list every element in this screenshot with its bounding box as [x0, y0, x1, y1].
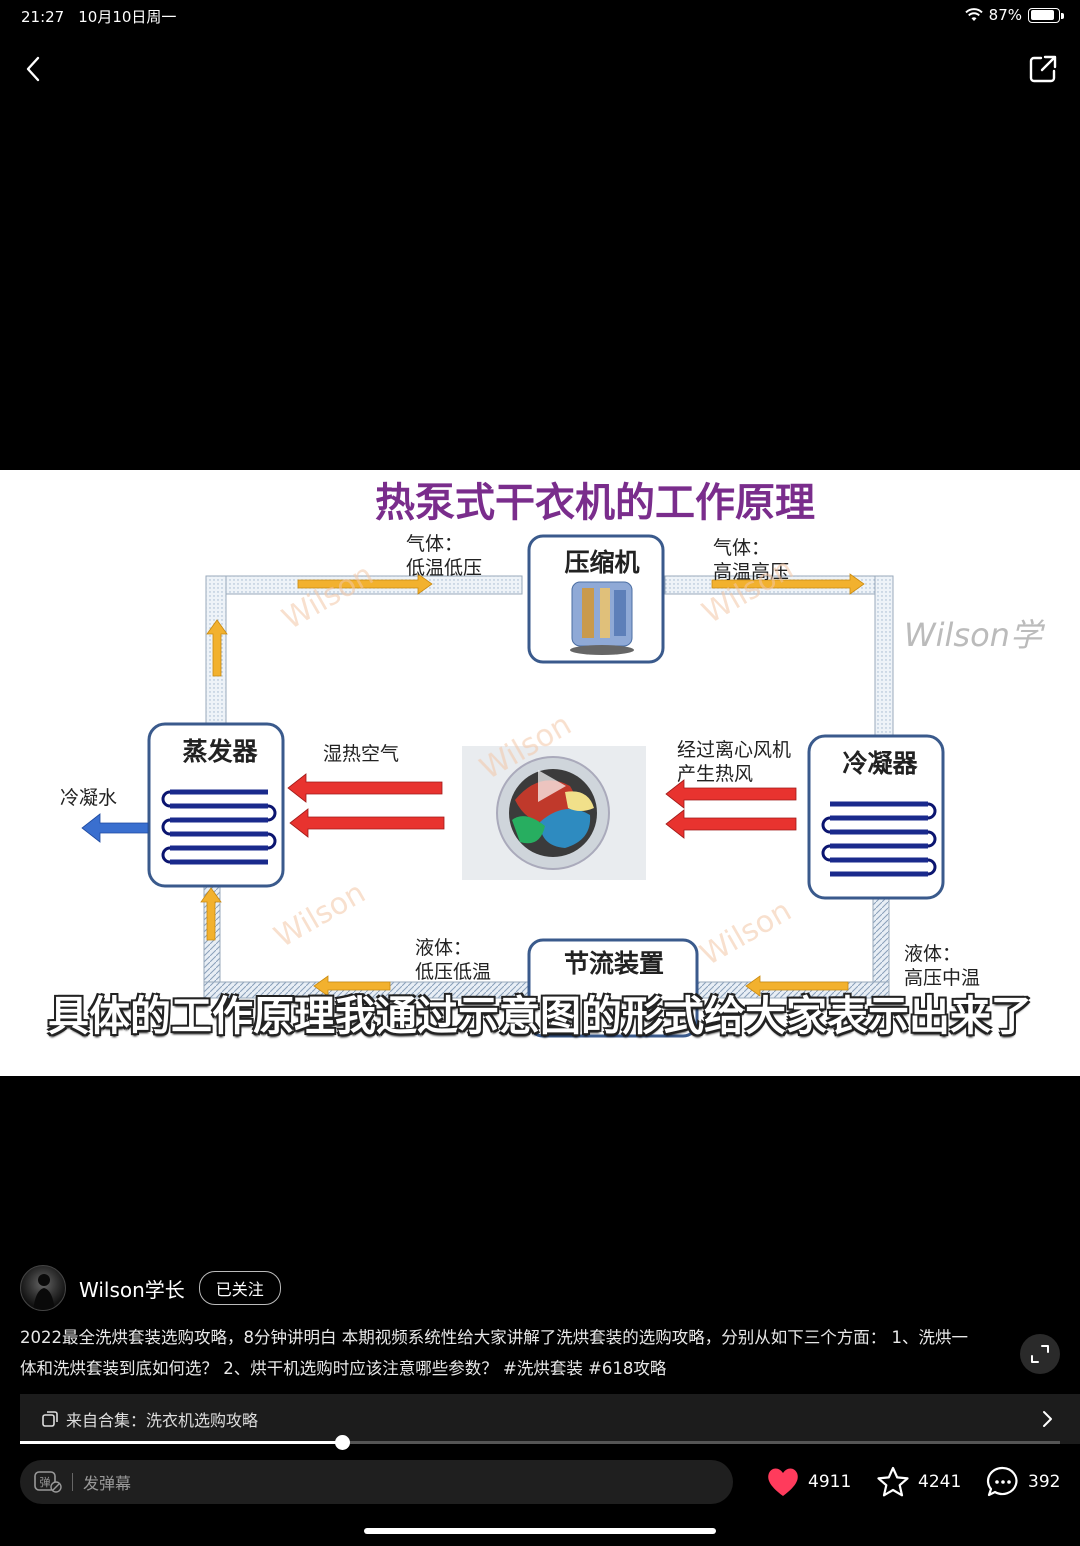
- compressor-label: 压缩机: [564, 548, 639, 577]
- danmaku-toggle-icon[interactable]: 弹: [34, 1470, 62, 1494]
- like-button[interactable]: 4911: [766, 1462, 851, 1502]
- liquid-low-line1: 液体：: [415, 937, 472, 959]
- danmaku-input[interactable]: 弹 发弹幕: [20, 1460, 733, 1504]
- avatar[interactable]: [20, 1265, 66, 1311]
- video-subtitle: 具体的工作原理我通过示意图的形式给大家表示出来了: [48, 992, 1032, 1040]
- liquid-low-line2: 低压低温: [415, 961, 491, 983]
- throttle-box: 节流装置: [527, 938, 699, 1038]
- condensate-arrow: [81, 813, 149, 843]
- danmaku-icon-text: 弹: [40, 1475, 51, 1489]
- comment-icon: [986, 1466, 1018, 1497]
- star-icon: [877, 1466, 909, 1497]
- humid-air-label: 湿热空气: [323, 743, 399, 765]
- back-button[interactable]: [18, 52, 52, 86]
- expand-icon: [1031, 1345, 1049, 1363]
- status-date: 10月10日周一: [78, 8, 177, 26]
- evaporator-box: 蒸发器: [147, 722, 285, 888]
- flow-arrows-red: [287, 773, 797, 839]
- diagram-title: 热泵式干衣机的工作原理: [375, 480, 815, 526]
- watermark: Wilson: [695, 893, 798, 973]
- status-time: 21:27: [21, 8, 65, 26]
- comment-button[interactable]: 392: [986, 1462, 1060, 1502]
- share-button[interactable]: [1026, 52, 1060, 86]
- video-description: 2022最全洗烘套装选购攻略，8分钟讲明白 本期视频系统性给大家讲解了洗烘套装的…: [20, 1328, 968, 1378]
- watermark: Wilson: [277, 557, 380, 637]
- follow-button[interactable]: 已关注: [198, 1271, 281, 1305]
- condensate-label: 冷凝水: [60, 787, 117, 809]
- progress-fill: [20, 1441, 343, 1444]
- battery-icon: [1028, 7, 1064, 23]
- hot-air-line1: 经过离心风机: [677, 739, 791, 761]
- comment-count: 392: [1028, 1472, 1061, 1492]
- author-name[interactable]: Wilson学长: [79, 1277, 185, 1302]
- watermark-side: Wilson学: [904, 616, 1046, 654]
- collection-label: 来自合集：洗衣机选购攻略: [66, 1411, 259, 1430]
- wifi-icon: [964, 8, 983, 21]
- video-player[interactable]: 热泵式干衣机的工作原理 压缩机: [0, 470, 1080, 1076]
- status-indicators: 87%: [964, 6, 1064, 24]
- pipe-loop: [203, 575, 894, 999]
- share-icon: [1029, 55, 1057, 83]
- gas-low-line1: 气体：: [406, 533, 463, 555]
- gas-high-line1: 气体：: [713, 537, 770, 559]
- condenser-box: 冷凝器: [807, 734, 945, 900]
- progress-knob[interactable]: [335, 1435, 351, 1450]
- favorite-button[interactable]: 4241: [876, 1462, 961, 1502]
- chevron-left-icon: [26, 56, 40, 82]
- throttle-label: 节流装置: [564, 949, 664, 978]
- heat-pump-diagram: 热泵式干衣机的工作原理 压缩机: [60, 480, 1046, 1038]
- status-time-date: 21:27 10月10日周一: [21, 6, 190, 27]
- input-divider: [72, 1473, 73, 1491]
- liquid-high-line1: 液体：: [904, 943, 961, 965]
- battery-percent: 87%: [988, 6, 1022, 24]
- progress-bar[interactable]: [20, 1435, 1060, 1450]
- fullscreen-button[interactable]: [1020, 1334, 1060, 1374]
- danmaku-placeholder: 发弹幕: [83, 1474, 132, 1493]
- chevron-right-icon: [1043, 1411, 1052, 1427]
- compressor-box: 压缩机: [527, 534, 665, 664]
- evaporator-label: 蒸发器: [182, 737, 258, 766]
- liquid-high-line2: 高压中温: [904, 967, 980, 989]
- condenser-label: 冷凝器: [842, 749, 918, 778]
- avatar-figure-icon: [33, 1274, 55, 1310]
- heart-icon: [768, 1468, 798, 1496]
- battery-fill: [1030, 10, 1054, 20]
- like-count: 4911: [808, 1472, 852, 1492]
- gas-low-line2: 低温低压: [406, 557, 482, 579]
- gas-high-line2: 高温高压: [713, 561, 789, 583]
- collection-icon: [42, 1411, 58, 1427]
- watermark: Wilson: [269, 875, 372, 955]
- flow-arrows-orange: [200, 573, 865, 997]
- favorite-count: 4241: [918, 1472, 962, 1492]
- status-bar: 21:27 10月10日周一 87%: [0, 0, 1080, 32]
- home-indicator[interactable]: [364, 1528, 716, 1534]
- author-row: Wilson学长 已关注: [20, 1264, 281, 1312]
- collection-bar[interactable]: 来自合集：洗衣机选购攻略: [20, 1394, 1080, 1444]
- washing-machine-image: [462, 746, 646, 880]
- hot-air-line2: 产生热风: [677, 763, 753, 785]
